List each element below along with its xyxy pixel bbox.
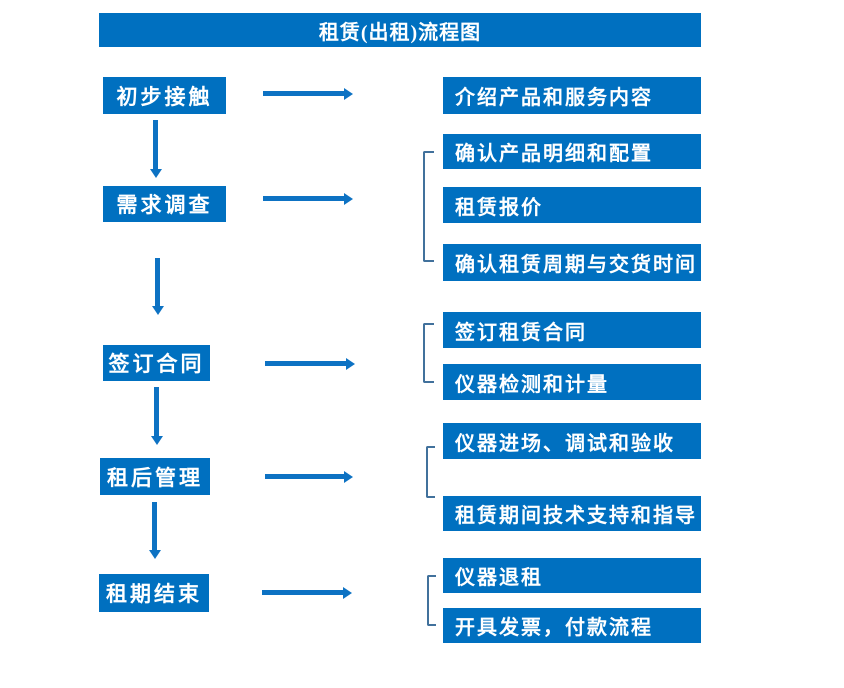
arrow-right-icon-1	[263, 91, 344, 96]
stage-box-sign-contract: 签订合同	[103, 345, 210, 381]
bracket-group-demand-survey	[423, 151, 434, 262]
detail-box-instrument-return: 仪器退租	[443, 558, 701, 593]
detail-box-tech-support: 租赁期间技术支持和指导	[443, 496, 701, 531]
detail-box-sign-rental-contract: 签订租赁合同	[443, 312, 701, 348]
arrow-right-icon-2	[263, 196, 344, 201]
detail-box-invoice-payment: 开具发票，付款流程	[443, 608, 701, 643]
detail-box-introduce-products: 介绍产品和服务内容	[443, 77, 701, 114]
arrow-right-icon-5	[262, 590, 343, 595]
stage-box-demand-survey: 需求调查	[103, 186, 226, 222]
bracket-group-post-rental	[426, 446, 435, 498]
arrow-down-icon-4	[152, 502, 157, 550]
stage-box-post-rental-management: 租后管理	[100, 458, 210, 495]
arrow-down-icon-1	[153, 120, 158, 169]
flowchart-title: 租赁(出租)流程图	[99, 13, 701, 47]
detail-box-instrument-inspection: 仪器检测和计量	[443, 364, 701, 400]
arrow-down-icon-3	[154, 387, 159, 436]
detail-box-rental-quote: 租赁报价	[443, 187, 701, 223]
arrow-right-icon-4	[265, 474, 344, 479]
bracket-group-sign-contract	[423, 323, 434, 383]
detail-box-confirm-product-details: 确认产品明细和配置	[443, 134, 701, 169]
stage-box-rental-end: 租期结束	[99, 574, 209, 612]
detail-box-confirm-rental-period: 确认租赁周期与交货时间	[443, 244, 701, 281]
detail-box-instrument-arrival: 仪器进场、调试和验收	[443, 423, 701, 459]
bracket-group-rental-end	[427, 575, 436, 626]
arrow-down-icon-2	[155, 258, 160, 306]
arrow-right-icon-3	[265, 361, 346, 366]
stage-box-initial-contact: 初步接触	[103, 77, 226, 114]
